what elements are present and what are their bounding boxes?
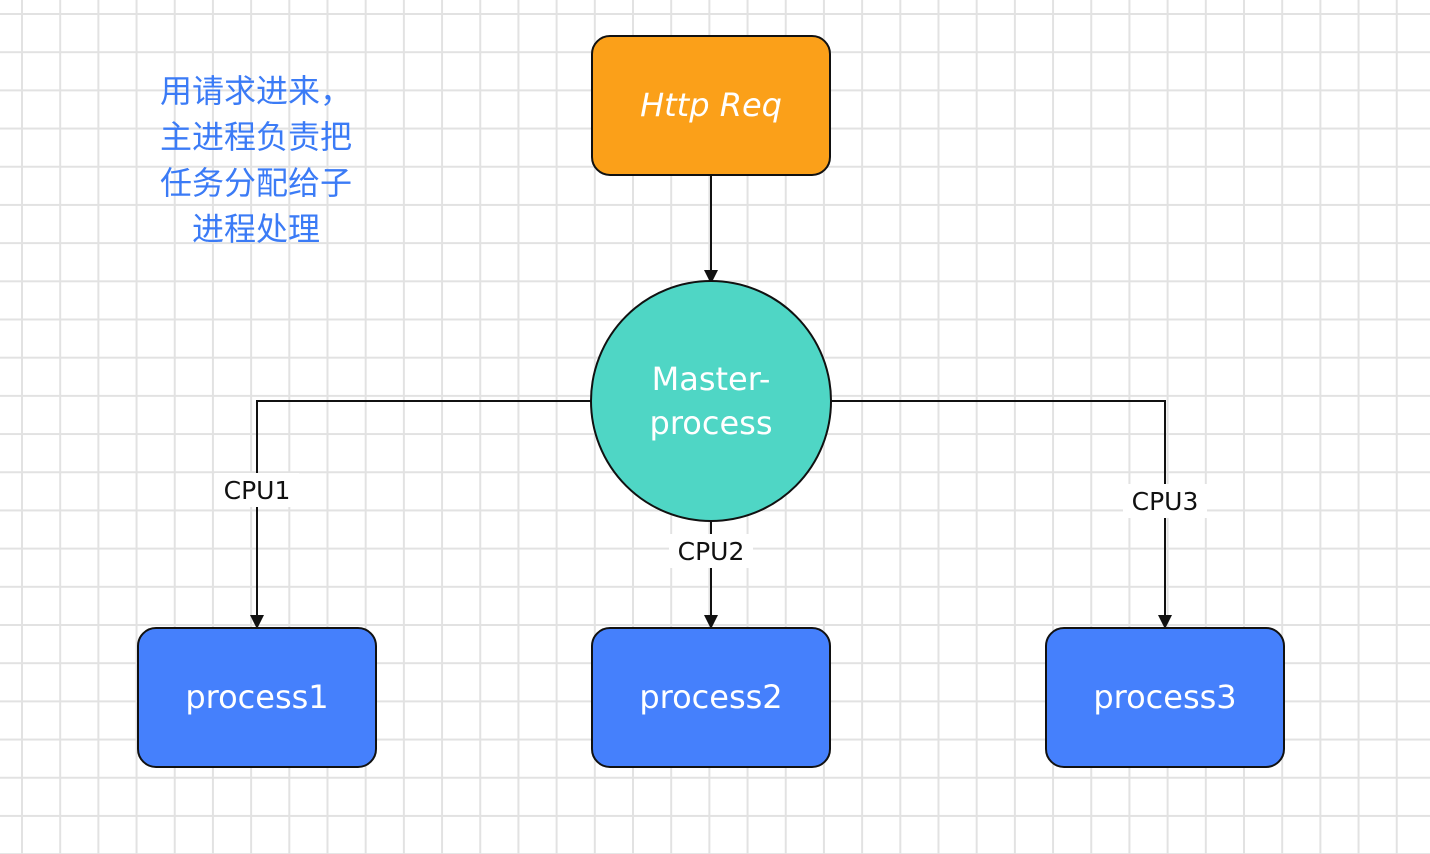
cpu1-label-bg	[215, 473, 299, 507]
process1-node[interactable]: process1	[137, 627, 377, 768]
cpu2-label-bg	[669, 534, 753, 568]
process1-label: process1	[185, 678, 328, 716]
master-process-label-line2: process	[650, 404, 773, 442]
note-line-3: 任务分配给子	[159, 164, 352, 202]
process2-node[interactable]: process2	[591, 627, 831, 768]
master-process-node[interactable]: Master- process	[590, 280, 832, 522]
edge-master-to-process3	[830, 400, 1172, 629]
cpu3-label: CPU3	[1132, 487, 1199, 516]
process3-box	[1045, 627, 1285, 768]
process2-label: process2	[639, 678, 782, 716]
process3-label: process3	[1093, 678, 1236, 716]
process2-box	[591, 627, 831, 768]
master-process-label-line1: Master-	[652, 360, 771, 398]
http-req-label: Http Req	[640, 86, 782, 124]
cpu3-label-bg	[1123, 484, 1207, 518]
http-req-box	[591, 35, 831, 176]
annotation-note: 用请求进来， 主进程负责把 任务分配给子 进程处理	[140, 68, 372, 252]
note-line-1: 用请求进来，	[159, 72, 352, 110]
edge-master-to-process1	[250, 400, 592, 629]
note-line-4: 进程处理	[191, 210, 320, 248]
cpu2-label: CPU2	[678, 537, 745, 566]
master-process-circle	[590, 280, 832, 522]
process3-node[interactable]: process3	[1045, 627, 1285, 768]
note-line-2: 主进程负责把	[159, 118, 352, 156]
process1-box	[137, 627, 377, 768]
http-req-node[interactable]: Http Req	[591, 35, 831, 176]
cpu1-label: CPU1	[224, 476, 291, 505]
